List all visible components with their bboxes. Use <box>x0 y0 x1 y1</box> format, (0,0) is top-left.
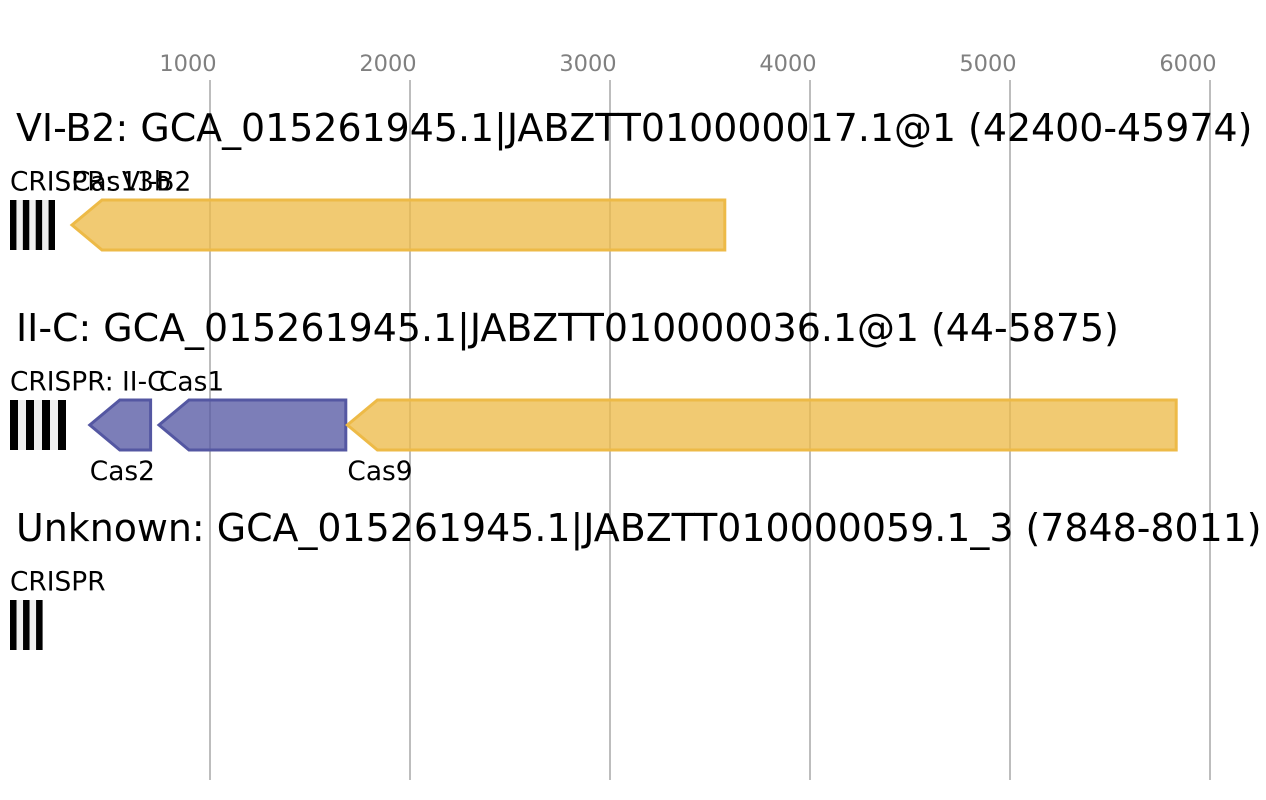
gene-label-cas2: Cas2 <box>90 456 155 487</box>
crispr-array <box>10 400 66 450</box>
systems-layer: VI-B2: GCA_015261945.1|JABZTT010000017.1… <box>10 106 1262 650</box>
crispr-array-label: CRISPR: II-C <box>10 367 166 398</box>
crispr-repeat <box>22 200 30 250</box>
axis-tick-label: 4000 <box>759 51 816 77</box>
crispr-array <box>10 200 55 250</box>
crispr-repeat <box>48 200 55 250</box>
crispr-repeat <box>36 600 43 650</box>
axis-tick-labels: 1000 2000 3000 4000 5000 6000 <box>159 51 1216 77</box>
system-row-unknown: Unknown: GCA_015261945.1|JABZTT010000059… <box>10 506 1262 650</box>
crispr-repeat <box>23 600 30 650</box>
axis-tick-label: 2000 <box>359 51 416 77</box>
crispr-array <box>10 600 43 650</box>
crispr-spacer <box>29 600 37 650</box>
crispr-repeat <box>58 400 66 450</box>
feature-labels: CRISPR <box>10 567 106 598</box>
axis-tick-label: 1000 <box>159 51 216 77</box>
crispr-array-label: CRISPR: VI-B2 <box>10 167 191 198</box>
gene-label-cas1: Cas1 <box>159 367 224 398</box>
crispr-repeat <box>42 400 51 450</box>
system-title: II-C: GCA_015261945.1|JABZTT010000036.1@… <box>16 306 1119 351</box>
gene-label-cas9: Cas9 <box>347 456 412 487</box>
crispr-spacer <box>29 200 37 250</box>
crispr-array-label: CRISPR <box>10 567 106 598</box>
system-title: Unknown: GCA_015261945.1|JABZTT010000059… <box>16 506 1262 551</box>
crispr-spacer <box>34 400 43 450</box>
crispr-repeat <box>26 400 35 450</box>
system-row-ii-c: II-C: GCA_015261945.1|JABZTT010000036.1@… <box>10 306 1178 488</box>
gene-label-cas13b: Cas13b <box>72 167 171 198</box>
gene-arrow-cas13b <box>69 198 727 252</box>
feature-shapes <box>10 398 1178 452</box>
crispr-repeat <box>10 600 17 650</box>
crispr-repeat <box>35 200 43 250</box>
crispr-repeat <box>10 200 17 250</box>
axis-tick-label: 6000 <box>1159 51 1216 77</box>
feature-shapes <box>10 198 727 252</box>
crispr-spacer <box>16 200 24 250</box>
system-row-vi-b2: VI-B2: GCA_015261945.1|JABZTT010000017.1… <box>10 106 1252 252</box>
crispr-spacer <box>18 400 27 450</box>
axis-tick-label: 3000 <box>559 51 616 77</box>
crispr-spacer <box>16 600 24 650</box>
gene-arrow-cas9 <box>345 398 1178 452</box>
gene-arrow-cas2 <box>87 398 153 452</box>
crispr-spacer <box>50 400 59 450</box>
crispr-repeat <box>10 400 19 450</box>
gene-arrow-cas1 <box>156 398 348 452</box>
system-title: VI-B2: GCA_015261945.1|JABZTT010000017.1… <box>16 106 1252 151</box>
axis-tick-label: 5000 <box>959 51 1016 77</box>
feature-shapes <box>10 600 43 650</box>
crispr-spacer <box>42 200 49 250</box>
